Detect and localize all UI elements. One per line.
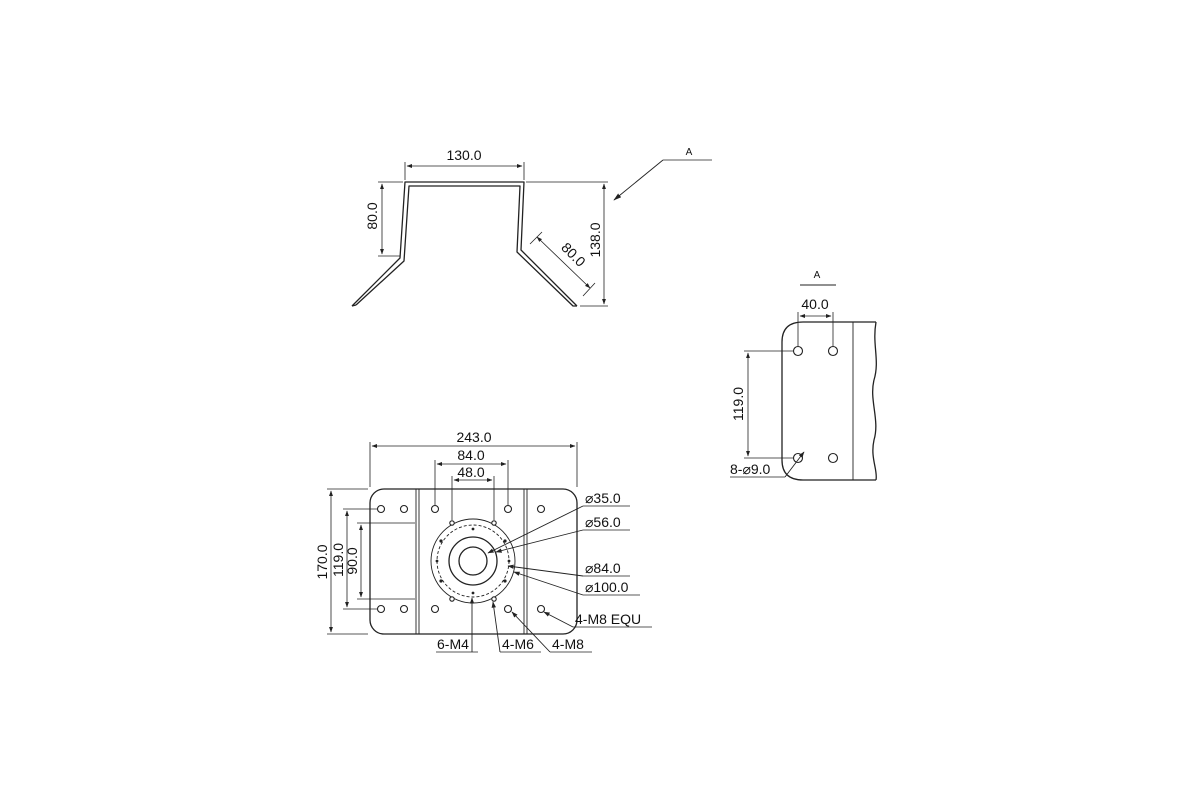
front-view: 243.0 84.0 48.0 170.0 119.0 90.0 ⌀35.0 ⌀ — [314, 429, 652, 653]
view-a-hole — [827, 452, 839, 464]
pcd-hole — [471, 591, 475, 595]
note-dia-35: ⌀35.0 — [585, 490, 621, 506]
dim-overall-width: 243.0 — [456, 429, 491, 445]
dim-left-height: 80.0 — [364, 202, 380, 229]
pcd-hole — [507, 559, 511, 563]
pcd-hole — [503, 539, 507, 543]
view-a-hole — [792, 452, 804, 464]
note-dia-100: ⌀100.0 — [585, 579, 629, 595]
pcd-hole — [471, 527, 475, 531]
mount-hole — [536, 504, 546, 514]
note-dia-84: ⌀84.0 — [585, 560, 621, 576]
ring-56 — [448, 536, 498, 586]
dim-pcd-48: 48.0 — [457, 464, 484, 480]
pcd-hole — [449, 520, 455, 526]
dim-top-width: 130.0 — [446, 147, 481, 163]
pcd-hole — [439, 539, 443, 543]
dim-pcd-84: 84.0 — [457, 447, 484, 463]
mount-hole — [399, 604, 409, 614]
view-a-break-line — [872, 321, 877, 481]
mount-hole — [376, 604, 386, 614]
pcd-hole — [435, 559, 439, 563]
note-dia-56: ⌀56.0 — [585, 514, 621, 530]
mount-hole — [376, 504, 386, 514]
side-view: 130.0 80.0 138.0 80.0 A — [351, 147, 712, 307]
dim-height-90: 90.0 — [344, 547, 360, 574]
dim-hole-pitch: 40.0 — [801, 296, 828, 312]
dim-height-119: 119.0 — [330, 543, 346, 577]
pcd-hole — [491, 520, 497, 526]
note-m6: 4-M6 — [502, 636, 534, 652]
dim-overall-height: 170.0 — [314, 544, 330, 579]
view-a: A 40.0 119.0 8-⌀9.0 — [730, 270, 877, 481]
mount-hole — [399, 504, 409, 514]
mount-hole — [430, 604, 440, 614]
pcd-hole — [439, 579, 443, 583]
mount-hole — [503, 504, 513, 514]
ring-100 — [430, 518, 516, 604]
dim-wing-length: 80.0 — [558, 239, 589, 270]
note-hole-count: 8-⌀9.0 — [730, 461, 771, 477]
plate-outline — [369, 488, 578, 635]
mount-hole — [503, 604, 513, 614]
mount-hole — [430, 504, 440, 514]
mount-hole — [536, 604, 546, 614]
pcd-hole — [449, 596, 455, 602]
bracket-profile-outer — [351, 181, 578, 307]
view-a-title: A — [814, 270, 821, 281]
note-m8: 4-M8 — [552, 636, 584, 652]
view-a-hole — [827, 345, 839, 357]
dim-total-height: 138.0 — [587, 222, 603, 257]
ring-84 — [436, 524, 510, 598]
note-m4: 6-M4 — [437, 636, 469, 652]
view-a-flange-outline — [781, 321, 876, 481]
note-m8-equ: 4-M8 EQU — [575, 611, 641, 627]
bore-35 — [458, 546, 488, 576]
dim-hole-span: 119.0 — [730, 387, 746, 421]
pcd-hole — [491, 596, 497, 602]
bracket-profile-end-left — [351, 304, 357, 307]
view-a-hole — [792, 345, 804, 357]
pcd-hole — [503, 579, 507, 583]
bracket-profile-inner — [355, 185, 577, 307]
view-arrow-label: A — [686, 147, 693, 158]
